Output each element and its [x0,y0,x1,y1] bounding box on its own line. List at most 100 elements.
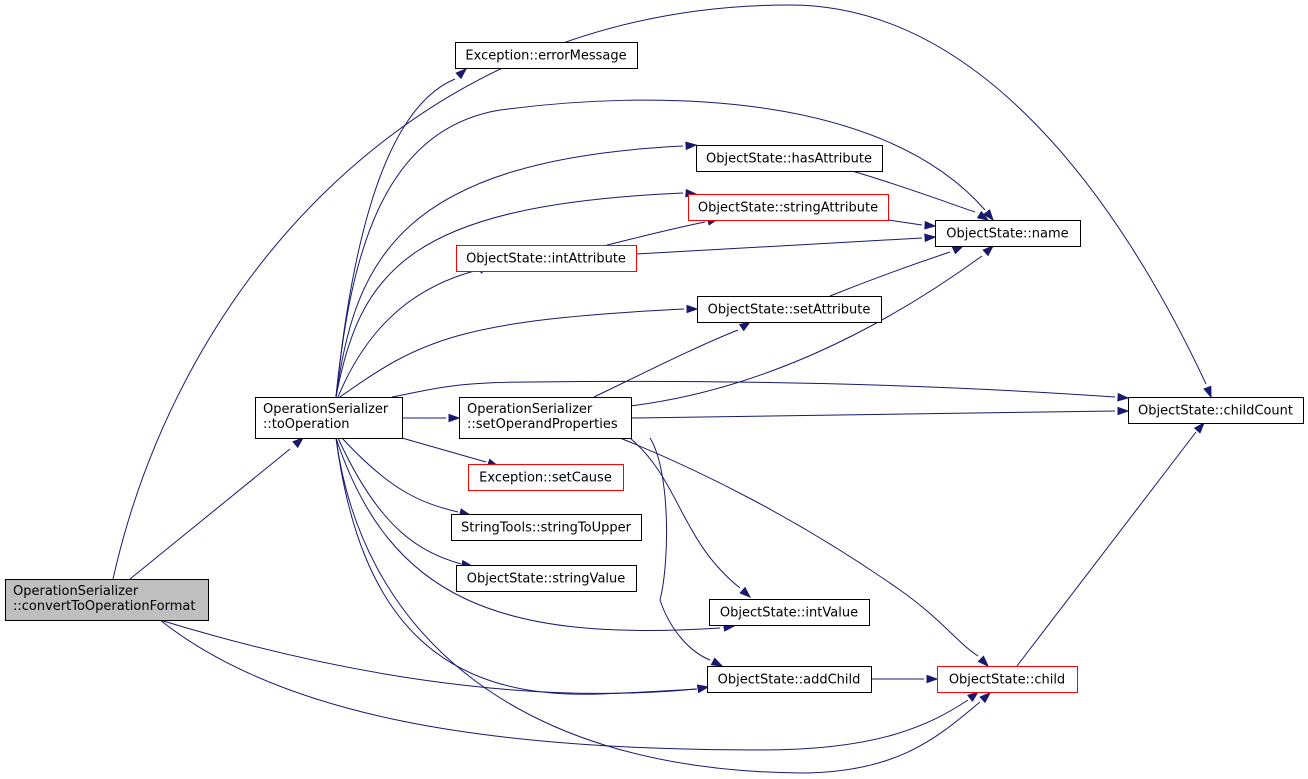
edge-line [335,437,981,774]
node-addChild[interactable]: ObjectState::addChild [707,666,872,693]
node-box[interactable] [5,579,209,621]
node-box[interactable] [935,220,1081,247]
node-stringAttribute[interactable]: ObjectState::stringAttribute [688,194,889,221]
arrowhead-icon [1117,392,1130,402]
node-label: ObjectState::childCount [1138,404,1293,419]
edge-setOperandProperties-to-child [619,437,990,668]
node-label: ObjectState::intValue [720,606,858,621]
node-label: Exception::errorMessage [465,49,626,64]
edge-toOperation-to-name [335,99,994,398]
edge-line [619,437,979,657]
arrowhead-icon [926,674,939,684]
edge-line [337,437,462,565]
edge-setAttribute-to-name [829,245,965,297]
edge-convert-to-toOperation [129,437,305,580]
edge-line [335,437,721,631]
edge-convert-to-child [159,619,980,751]
node-box[interactable] [1128,397,1304,424]
edge-line [159,619,697,694]
arrowhead-icon [976,210,990,221]
node-name[interactable]: ObjectState::name [935,220,1081,247]
node-child[interactable]: ObjectState::child [937,666,1078,693]
edge-setOperandProperties-to-addChild [649,437,724,667]
node-label: StringTools::stringToUpper [461,521,632,536]
edge-addChild-to-child [871,674,939,684]
node-label: ObjectState::setAttribute [708,303,871,318]
arrowhead-icon [738,321,752,332]
edge-line [335,78,456,398]
node-setCause[interactable]: Exception::setCause [468,464,624,491]
arrowhead-icon [1117,406,1130,416]
node-label: ObjectState::stringAttribute [698,201,878,216]
node-setAttribute[interactable]: ObjectState::setAttribute [697,296,882,323]
node-convert[interactable]: OperationSerializer::convertToOperationF… [5,579,209,621]
edge-convert-to-childCount [112,4,1212,580]
edge-convert-to-addChild [159,619,710,694]
node-label: ObjectState::addChild [718,673,861,688]
arrowhead-icon [951,245,965,255]
node-box[interactable] [456,565,637,592]
edge-line [649,437,711,661]
edge-setOperandProperties-to-childCount [630,406,1130,419]
arrowhead-icon [686,304,699,314]
node-box[interactable] [709,599,870,626]
edge-toOperation-to-stringToUpper [341,437,472,517]
node-label: OperationSerializer [467,402,593,417]
edge-setOperandProperties-to-name [629,244,995,407]
edge-toOperation-to-child [335,437,992,774]
arrowhead-icon [924,220,937,230]
node-stringToUpper[interactable]: StringTools::stringToUpper [451,514,642,541]
arrowhead-icon [696,684,710,694]
edge-line [1016,431,1197,667]
node-box[interactable] [697,296,882,323]
edge-setOperandProperties-to-setAttribute [593,321,752,398]
edge-toOperation-to-errorMessage [335,67,468,398]
edge-line [335,192,684,398]
arrowhead-icon [455,67,468,80]
arrowhead-icon [448,413,461,423]
edge-line [629,437,741,589]
edge-hasAttribute-to-name [851,170,990,221]
edge-line [341,437,459,513]
node-label: ObjectState::hasAttribute [706,152,872,167]
node-hasAttribute[interactable]: ObjectState::hasAttribute [696,145,883,172]
node-label: ObjectState::stringValue [467,572,626,587]
arrowhead-icon [982,244,995,257]
edge-toOperation-to-intAttribute [337,265,492,398]
node-label: ObjectState::child [949,673,1065,688]
node-box[interactable] [455,42,638,69]
node-intAttribute[interactable]: ObjectState::intAttribute [456,245,637,272]
node-errorMessage[interactable]: Exception::errorMessage [455,42,638,69]
node-label: OperationSerializer [263,402,389,417]
node-stringValue[interactable]: ObjectState::stringValue [456,565,637,592]
node-box[interactable] [255,397,403,439]
node-label: ::toOperation [263,417,350,432]
arrowhead-icon [979,692,992,704]
arrowhead-icon [983,209,994,222]
node-box[interactable] [707,666,872,693]
edge-line [606,221,706,246]
node-box[interactable] [456,245,637,272]
node-box[interactable] [937,666,1078,693]
edge-line [635,237,923,255]
edge-setOperandProperties-to-intValue [629,437,752,598]
node-childCount[interactable]: ObjectState::childCount [1128,397,1304,424]
edge-line [829,251,951,297]
nodes-layer: OperationSerializer::convertToOperationF… [5,42,1304,693]
edge-toOperation-to-childCount [391,380,1130,402]
arrowhead-icon [685,141,698,151]
node-box[interactable] [696,145,883,172]
node-intValue[interactable]: ObjectState::intValue [709,599,870,626]
node-toOperation[interactable]: OperationSerializer::toOperation [255,397,403,439]
edge-line [129,448,291,580]
edge-line [159,619,969,751]
node-setOperandProperties[interactable]: OperationSerializer::setOperandPropertie… [459,397,632,439]
edge-line [335,145,684,398]
node-box[interactable] [688,194,889,221]
node-box[interactable] [451,514,642,541]
node-box[interactable] [468,464,624,491]
edge-line [887,219,923,226]
node-box[interactable] [459,397,632,439]
node-label: ::setOperandProperties [467,417,618,432]
